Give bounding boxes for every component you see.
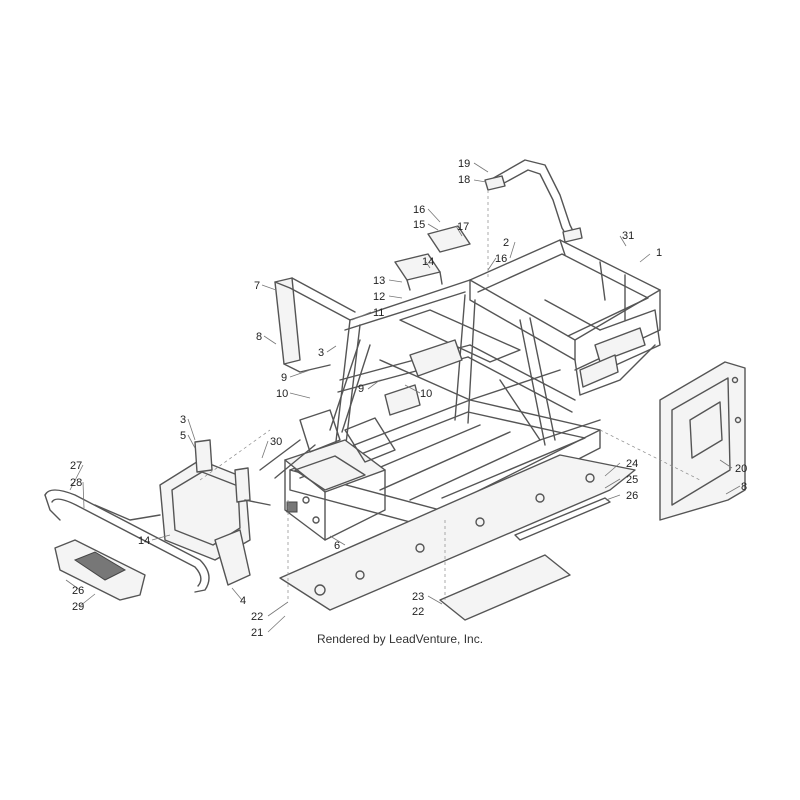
callout-12: 12	[373, 291, 385, 303]
callout-16-top: 16	[413, 204, 425, 216]
callout-5: 4	[240, 595, 246, 607]
callout-25: 25	[626, 474, 638, 486]
callout-22-right: 22	[412, 606, 424, 618]
callout-13: 13	[373, 275, 385, 287]
right-side-panel	[659, 361, 746, 521]
callout-23: 23	[412, 591, 424, 603]
seat-brackets	[394, 225, 471, 291]
callout-8-right: 8	[741, 481, 747, 493]
callout-29: 29	[72, 601, 84, 613]
callout-20: 20	[735, 463, 747, 475]
callout-21: 21	[251, 627, 263, 639]
callout-4: 5	[180, 430, 186, 442]
callout-1: 1	[656, 247, 662, 259]
skid-plates	[279, 454, 636, 621]
callout-3-left: 3	[180, 414, 186, 426]
callout-3-top: 3	[318, 347, 324, 359]
callout-26-right: 26	[626, 490, 638, 502]
leader-lines	[65, 162, 741, 633]
callout-31: 31	[622, 230, 634, 242]
callout-17: 17	[457, 221, 469, 233]
callout-26-left: 26	[72, 585, 84, 597]
callout-10-left: 10	[276, 388, 288, 400]
callout-14-top: 14	[422, 256, 434, 268]
callout-24: 24	[626, 458, 638, 470]
front-bumper	[44, 489, 210, 601]
callout-2: 2	[503, 237, 509, 249]
callout-22-left: 22	[251, 611, 263, 623]
callout-10-mid: 10	[420, 388, 432, 400]
callout-28: 28	[70, 477, 82, 489]
callout-6: 6	[334, 540, 340, 552]
grab-handle	[484, 159, 583, 243]
callout-27: 27	[70, 460, 82, 472]
callout-16: 16	[495, 253, 507, 265]
callout-9-left: 9	[281, 372, 287, 384]
callout-15: 15	[413, 219, 425, 231]
callout-30: 30	[270, 436, 282, 448]
front-bumper-bracket	[159, 439, 271, 586]
callout-18: 18	[458, 174, 470, 186]
callout-19: 19	[458, 158, 470, 170]
callout-8-left: 8	[256, 331, 262, 343]
callout-labels: 19 18 16 15 17 2 31 1 16 14 13 7 12 11 8…	[70, 158, 747, 639]
callout-7: 7	[254, 280, 260, 292]
caption: Rendered by LeadVenture, Inc.	[316, 632, 484, 646]
callout-14-left: 14	[138, 535, 150, 547]
left-roll-bar-upright	[274, 277, 356, 373]
callout-11: 11	[373, 307, 384, 319]
callout-9-mid: 9	[358, 383, 364, 395]
